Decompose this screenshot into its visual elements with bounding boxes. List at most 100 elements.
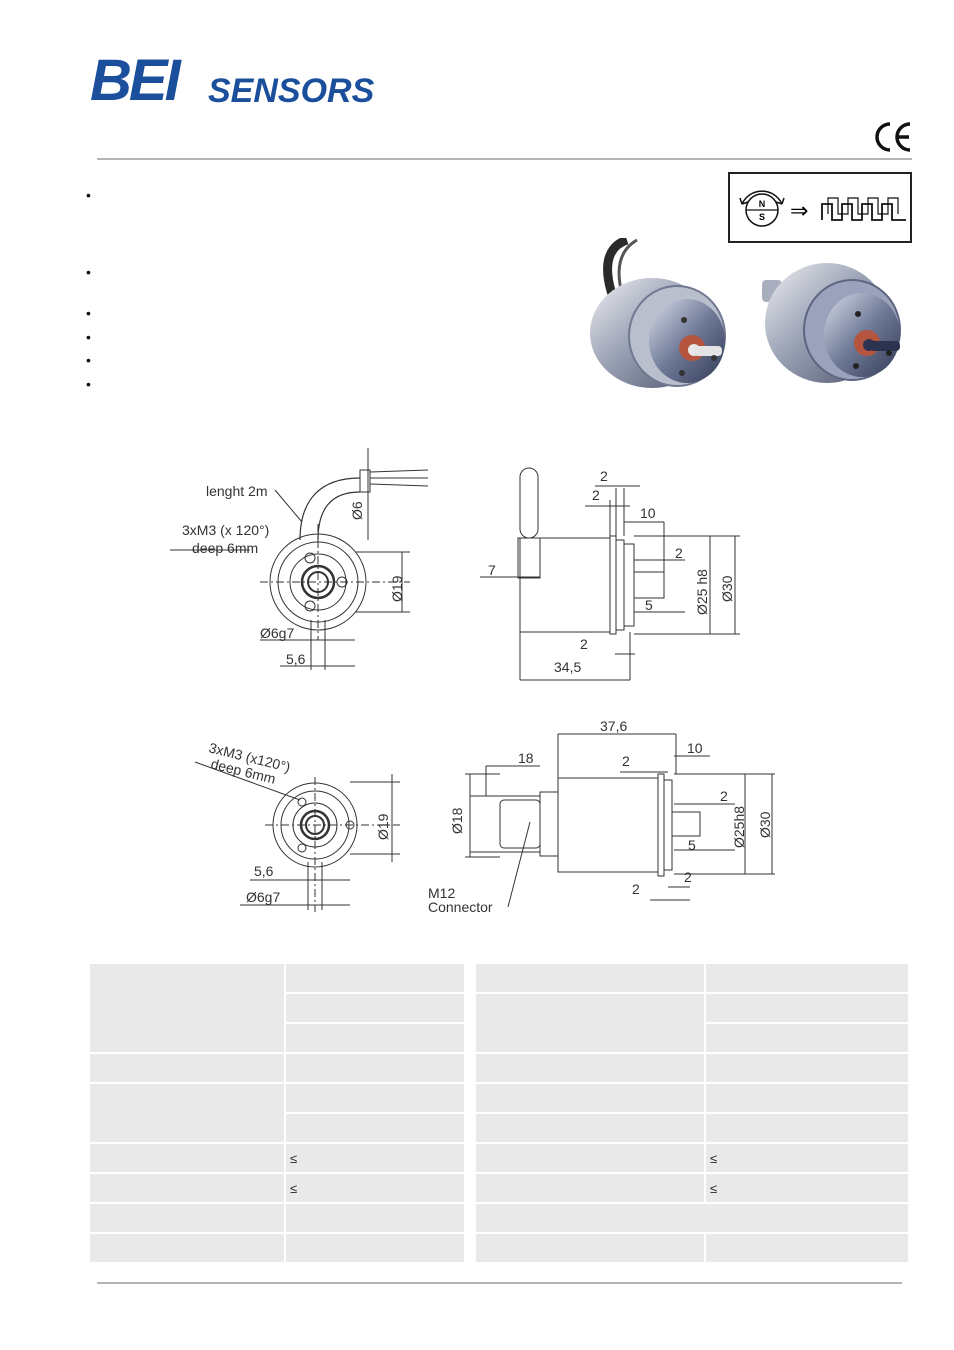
table-cell: [476, 1203, 908, 1233]
svg-text:Ø19: Ø19: [389, 575, 405, 602]
table-cell: [704, 1023, 908, 1053]
table-cell: ≤: [704, 1143, 908, 1173]
table-cell: [704, 1113, 908, 1143]
svg-text:2: 2: [592, 487, 600, 503]
svg-text:2: 2: [720, 788, 728, 804]
svg-text:S: S: [759, 212, 765, 222]
svg-text:10: 10: [640, 505, 656, 521]
table-row: ≤: [476, 1173, 908, 1203]
table-cell: [284, 1083, 464, 1113]
table-row: ≤: [476, 1143, 908, 1173]
logo-light-text: SENSORS: [208, 72, 375, 110]
feature-bullet: •: [86, 376, 91, 392]
table-row: ≤: [90, 1143, 464, 1173]
svg-text:18: 18: [518, 750, 534, 766]
svg-text:deep 6mm: deep 6mm: [192, 540, 258, 556]
table-cell: [476, 1083, 704, 1113]
table-row: [476, 1203, 908, 1233]
table-row: [90, 1203, 464, 1233]
table-cell: [704, 1233, 908, 1263]
table-row: [476, 1113, 908, 1143]
table-row: [476, 1233, 908, 1263]
svg-text:5,6: 5,6: [254, 863, 274, 879]
table-cell: [284, 993, 464, 1023]
table-row: [476, 993, 908, 1053]
svg-text:Ø25h8: Ø25h8: [731, 806, 747, 848]
svg-text:37,6: 37,6: [600, 718, 627, 734]
svg-text:M12: M12: [428, 885, 455, 901]
table-cell: [284, 1203, 464, 1233]
feature-bullet: •: [86, 264, 91, 280]
magnet-pulse-icon: N S ⇒: [739, 190, 906, 227]
table-row: [90, 1053, 464, 1083]
svg-text:Ø6g7: Ø6g7: [246, 889, 280, 905]
svg-text:2: 2: [675, 545, 683, 561]
svg-text:7: 7: [488, 562, 496, 578]
svg-text:Connector: Connector: [428, 899, 493, 915]
table-row: [90, 993, 464, 1023]
logo-bold-text: BEI: [90, 50, 183, 110]
table-cell: [284, 1053, 464, 1083]
table-cell: [90, 1203, 284, 1233]
table-cell: [476, 1113, 704, 1143]
svg-text:Ø6g7: Ø6g7: [260, 625, 294, 641]
svg-text:2: 2: [684, 869, 692, 885]
svg-text:34,5: 34,5: [554, 659, 581, 675]
svg-text:5: 5: [645, 597, 653, 613]
table-cell: [476, 1233, 704, 1263]
dimension-drawing-cable: lenght 2m 3xM3 (x 120°) deep 6mm Ø6 Ø19 …: [170, 448, 740, 681]
feature-bullet: •: [86, 352, 91, 368]
svg-text:Ø30: Ø30: [719, 575, 735, 602]
table-cell: [90, 1053, 284, 1083]
svg-text:Ø25 h8: Ø25 h8: [694, 569, 710, 615]
table-cell: [90, 963, 284, 1053]
table-cell: [704, 1053, 908, 1083]
table-cell: [284, 963, 464, 993]
table-cell: [476, 1143, 704, 1173]
svg-text:lenght 2m: lenght 2m: [206, 483, 267, 499]
svg-text:Ø19: Ø19: [375, 813, 391, 840]
table-row: [90, 1083, 464, 1143]
table-cell: [476, 993, 704, 1053]
table-cell: [476, 963, 704, 993]
table-cell: [704, 963, 908, 993]
svg-text:5,6: 5,6: [286, 651, 306, 667]
table-row: [90, 1233, 464, 1263]
svg-text:Ø18: Ø18: [449, 807, 465, 834]
table-row: ≤: [90, 1173, 464, 1203]
table-cell: [476, 1053, 704, 1083]
bei-sensors-logo: BEI SENSORS: [90, 50, 375, 110]
svg-text:5: 5: [688, 837, 696, 853]
table-cell: [90, 1143, 284, 1173]
table-cell: [476, 1173, 704, 1203]
table-row: [476, 1083, 908, 1113]
header-divider: [97, 158, 912, 160]
table-row: [476, 1053, 908, 1083]
table-cell: [284, 1113, 464, 1143]
table-cell: [704, 993, 908, 1023]
svg-text:N: N: [759, 199, 766, 209]
table-cell: [90, 1173, 284, 1203]
svg-text:Ø30: Ø30: [757, 811, 773, 838]
table-row: [90, 963, 464, 1053]
table-cell: ≤: [284, 1173, 464, 1203]
svg-text:2: 2: [632, 881, 640, 897]
table-cell: ≤: [284, 1143, 464, 1173]
spec-table-left: ≤ ≤: [90, 963, 464, 1263]
svg-text:2: 2: [600, 468, 608, 484]
dimension-drawing-connector: 3xM3 (x120°) deep 6mm Ø19 5,6 Ø6g7 37,6 …: [194, 718, 775, 915]
svg-text:10: 10: [687, 740, 703, 756]
feature-bullet: •: [86, 329, 91, 345]
spec-table-right: ≤ ≤: [476, 963, 908, 1263]
table-cell: [284, 1023, 464, 1053]
svg-text:Ø6: Ø6: [349, 501, 365, 520]
table-cell: [704, 1083, 908, 1113]
table-cell: ≤: [704, 1173, 908, 1203]
feature-bullet: •: [86, 305, 91, 321]
footer-divider: [97, 1282, 902, 1284]
table-row: [90, 1113, 464, 1143]
table-cell: [90, 1233, 284, 1263]
table-cell: [284, 1233, 464, 1263]
svg-text:2: 2: [580, 636, 588, 652]
table-row: [90, 1023, 464, 1053]
